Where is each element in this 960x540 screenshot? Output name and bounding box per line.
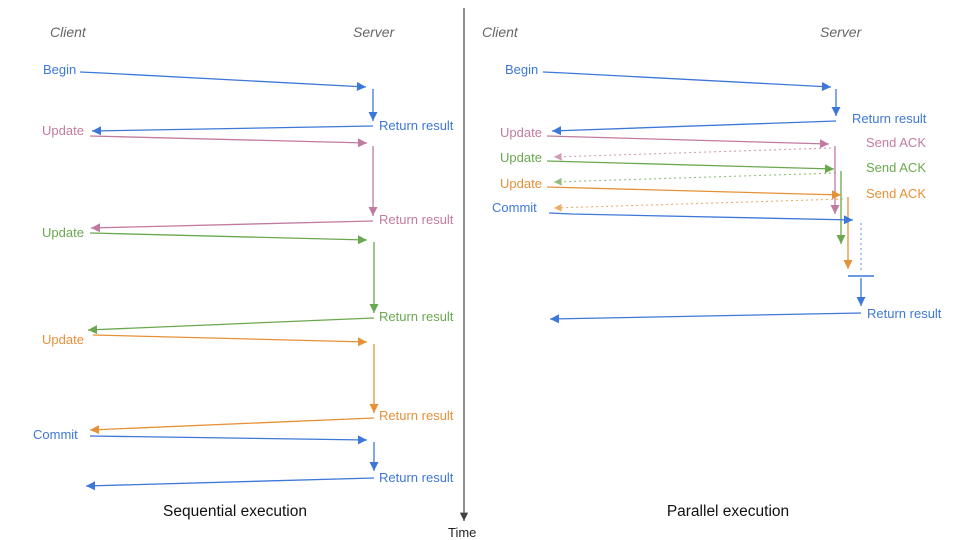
left-update2-arrows [87, 232, 379, 335]
left-caption: Sequential execution [163, 503, 307, 520]
left-update1-arrows [89, 135, 378, 233]
right-update1-label: Update [500, 125, 542, 140]
right-update2-arrows [546, 160, 846, 244]
left-begin-label: Begin [43, 62, 77, 77]
right-final-result: Return result [867, 306, 942, 321]
right-begin-result: Return result [852, 111, 927, 126]
left-update3-arrows [89, 334, 379, 435]
left-commit-arrows [85, 435, 379, 491]
left-update3-result: Return result [379, 408, 454, 423]
right-update3-label: Update [500, 176, 542, 191]
left-server-header: Server [353, 24, 395, 40]
right-update2-ack: Send ACK [866, 160, 926, 175]
left-begin-result: Return result [379, 118, 454, 133]
left-update1-result: Return result [379, 212, 454, 227]
time-axis-label: Time [448, 525, 477, 540]
right-begin-arrows [542, 71, 841, 136]
right-server-header: Server [820, 24, 862, 40]
left-commit-result: Return result [379, 470, 454, 485]
left-update1-label: Update [42, 123, 84, 138]
left-update3-label: Update [42, 332, 84, 347]
left-begin-arrows [79, 71, 378, 136]
right-update3-ack: Send ACK [866, 186, 926, 201]
right-update2-label: Update [500, 150, 542, 165]
left-commit-label: Commit [33, 427, 78, 442]
right-begin-label: Begin [505, 62, 539, 77]
right-commit-label: Commit [492, 200, 537, 215]
right-caption: Parallel execution [666, 503, 790, 520]
left-client-header: Client [50, 24, 86, 40]
right-update1-ack: Send ACK [866, 135, 926, 150]
right-update3-arrows [546, 186, 853, 269]
right-commit-arrows [548, 212, 874, 324]
left-update2-result: Return result [379, 309, 454, 324]
right-update1-arrows [546, 135, 840, 214]
left-update2-label: Update [42, 225, 84, 240]
right-client-header: Client [482, 24, 518, 40]
